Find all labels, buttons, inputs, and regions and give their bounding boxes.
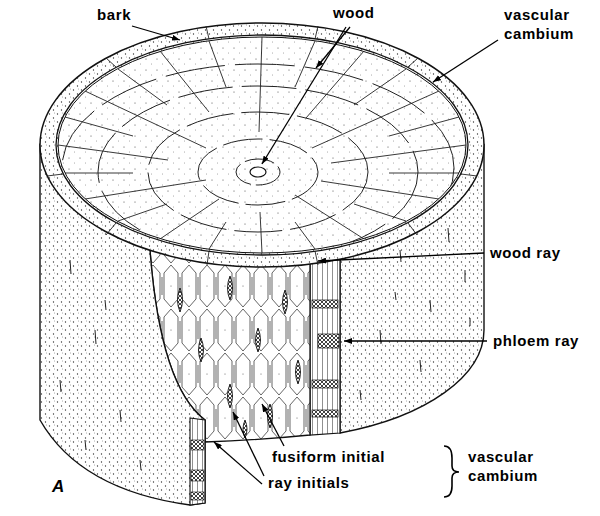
ray-initial-group [256, 328, 261, 352]
wood-rays [160, 199, 219, 239]
radial-face [310, 257, 340, 435]
cross-section [40, 23, 484, 272]
bark-flap [191, 440, 204, 450]
cross-section [250, 167, 266, 177]
bark-flap [191, 470, 204, 481]
leader-lines [344, 340, 487, 341]
growth-rings [198, 139, 318, 205]
growth-rings [62, 64, 454, 272]
wood-rays [354, 69, 406, 105]
phloem-rays [315, 251, 318, 265]
wood-rays [209, 222, 226, 249]
part-label: wood [333, 4, 375, 23]
wood-rays [65, 173, 133, 174]
radial-face [310, 257, 340, 435]
wood-rays [389, 173, 459, 174]
wood-rays [85, 180, 206, 199]
ray-initial-group [199, 338, 204, 362]
group-label: vascular cambium [468, 448, 568, 486]
wood-rays [295, 41, 315, 87]
wood-rays [85, 91, 206, 148]
ray-initial-group [283, 290, 288, 314]
leader-lines [132, 26, 180, 40]
radial-face [312, 410, 338, 417]
part-label: ray initials [268, 474, 349, 493]
part-label: wood ray [490, 244, 561, 263]
bark-flap [191, 492, 204, 500]
part-label: vascular cambium [504, 6, 596, 44]
wood-rays [260, 212, 262, 253]
wood-rays [331, 145, 466, 163]
leader-lines [433, 40, 498, 82]
phloem-rays [47, 26, 477, 265]
phloem-rays [408, 223, 417, 235]
cross-section [56, 35, 468, 255]
wood-rays [65, 117, 133, 136]
bark-flap [190, 418, 205, 505]
phloem-rays [206, 26, 209, 39]
bark-surface [360, 228, 470, 400]
wood-rays [58, 145, 168, 160]
wood-rays [295, 222, 315, 249]
wood-rays [118, 204, 167, 221]
leader-lines [262, 404, 284, 446]
leader-lines [318, 253, 484, 261]
cross-section [58, 37, 466, 253]
growth-rings [236, 159, 280, 185]
part-label: bark [97, 6, 131, 25]
bracket [444, 446, 459, 497]
wood-rays [312, 91, 439, 148]
leader-lines [262, 27, 346, 164]
ray-initial-group [228, 384, 233, 408]
phloem-rays [106, 223, 116, 235]
wood-rays [321, 181, 439, 199]
wood-rays [389, 117, 459, 136]
wood-rays [118, 69, 167, 105]
bark-flap [60, 260, 141, 470]
radial-face [318, 334, 339, 348]
leader-lines [233, 412, 264, 476]
growth-rings [148, 112, 368, 232]
radial-face [312, 380, 338, 388]
ray-initial-group [296, 360, 301, 384]
figure-letter: A [52, 476, 65, 497]
growth-rings [62, 64, 454, 272]
phloem-rays [461, 174, 477, 176]
ray-initial-group [228, 276, 233, 300]
leader-lines [132, 26, 498, 484]
cross-section [40, 23, 484, 267]
wood-rays [295, 195, 364, 239]
wood-rays [58, 37, 466, 253]
part-label: fusiform initial [272, 448, 385, 467]
wood-rays [354, 204, 406, 221]
wood-rays [209, 41, 226, 87]
ray-initial-group [178, 288, 183, 312]
growth-rings [98, 86, 418, 258]
phloem-rays [408, 58, 418, 67]
wood-rays [259, 37, 262, 132]
wood-rays [160, 51, 209, 112]
phloem-rays [106, 58, 116, 67]
wood-rays [306, 51, 364, 118]
part-label: phloem ray [493, 332, 579, 351]
phloem-rays [315, 26, 318, 39]
phloem-rays [47, 174, 63, 176]
leader-lines [214, 442, 262, 484]
phloem-rays [207, 251, 209, 265]
radial-face [312, 300, 338, 308]
